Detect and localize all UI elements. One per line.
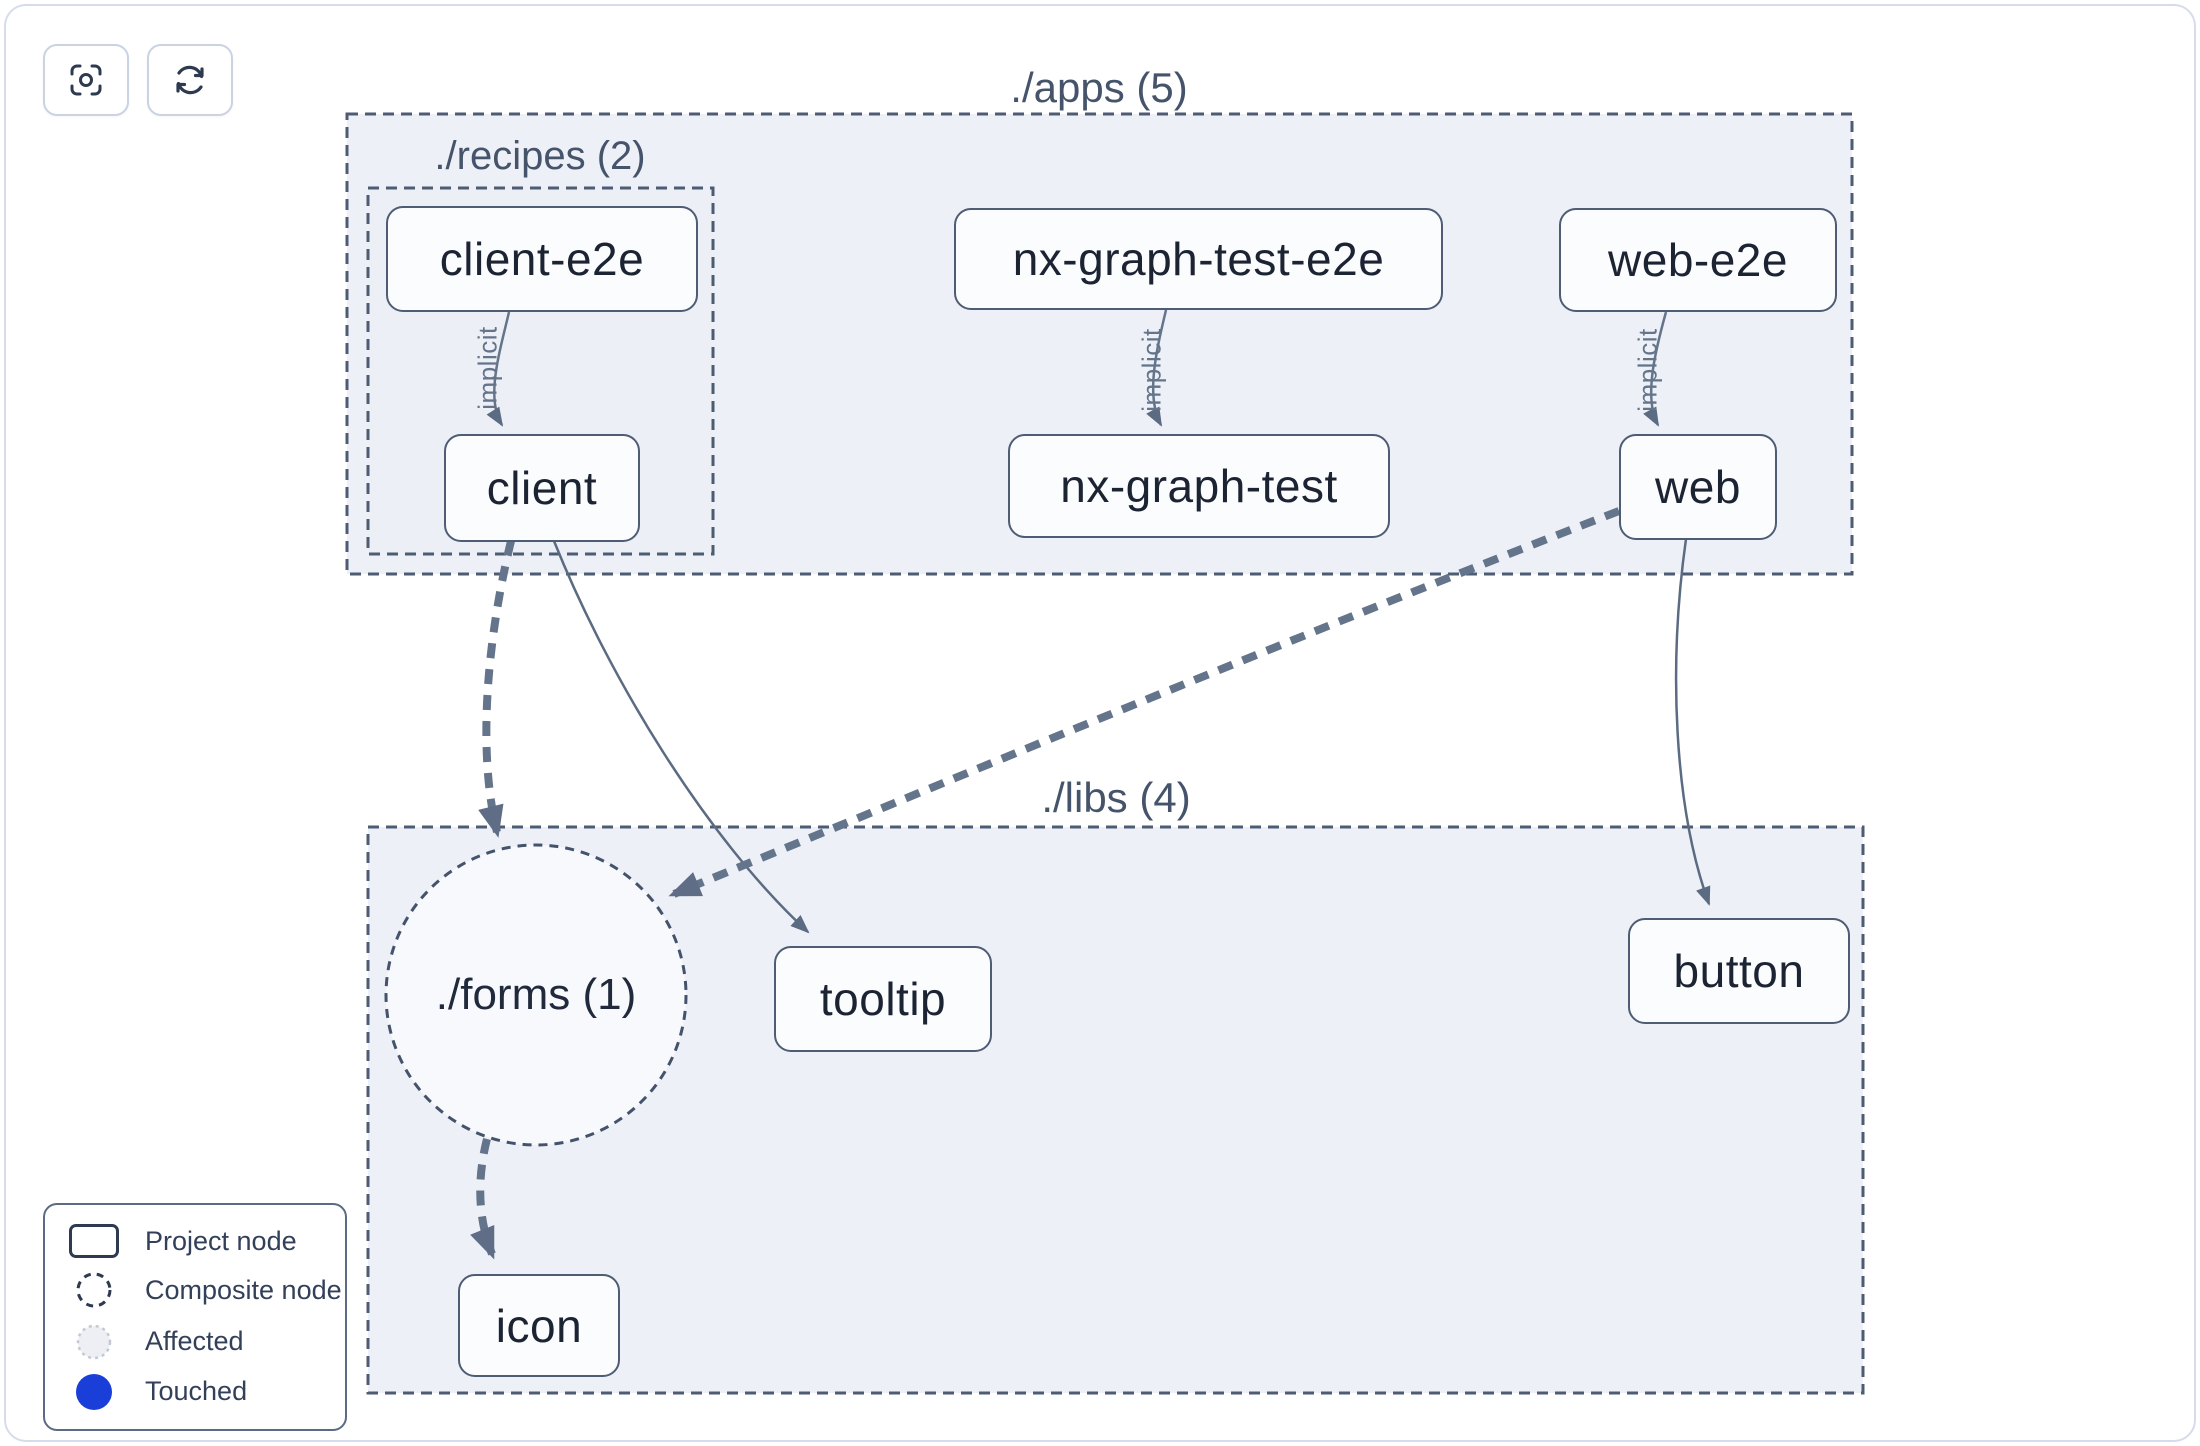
touched-swatch [69,1373,119,1410]
edge-nx-graph-test-e2e-nx-graph-test [1146,309,1168,427]
refresh-button[interactable] [147,44,233,116]
graph-toolbar [43,44,233,116]
legend-item-affected: Affected [45,1323,345,1361]
node-web[interactable]: web [1619,434,1777,540]
node-icon[interactable]: icon [458,1274,620,1377]
project-node-swatch [69,1224,119,1259]
edge-forms-icon [470,1138,496,1260]
legend-item-project-node: Project node [45,1224,345,1259]
graph-canvas[interactable]: ./apps (5) ./recipes (2) ./libs (4) ./fo… [6,6,2194,1440]
node-button[interactable]: button [1628,918,1850,1024]
edge-client-forms [478,540,515,838]
edge-client-e2e-client [486,311,511,427]
edge-web-button [1674,538,1711,906]
edge-label-implicit: implicit [1136,328,1167,412]
refresh-icon [170,60,210,100]
focus-crosshair-icon [67,61,105,99]
node-client[interactable]: client [444,434,640,542]
composite-node-forms[interactable] [384,843,688,1147]
edge-web-e2e-web [1643,311,1668,427]
composite-node-forms-label[interactable]: ./forms (1) [435,970,637,1019]
graph-viewer-page: ./apps (5) ./recipes (2) ./libs (4) ./fo… [4,4,2196,1442]
edge-label-implicit: implicit [472,326,503,410]
legend-label: Composite node [145,1274,342,1305]
edge-label-implicit: implicit [1632,328,1663,412]
legend-label: Touched [145,1376,248,1407]
node-web-e2e[interactable]: web-e2e [1559,208,1837,312]
node-nx-graph-test-e2e[interactable]: nx-graph-test-e2e [954,208,1443,310]
legend-item-composite-node: Composite node [45,1271,345,1309]
legend-label: Affected [145,1326,244,1357]
legend-label: Project node [145,1225,297,1256]
group-label-apps: ./apps (5) [1010,64,1188,111]
node-tooltip[interactable]: tooltip [774,946,992,1052]
group-label-recipes: ./recipes (2) [434,134,646,178]
graph-legend: Project node Composite node Affected [43,1203,347,1431]
node-client-e2e[interactable]: client-e2e [386,206,698,312]
focus-button[interactable] [43,44,129,116]
affected-swatch [69,1323,119,1361]
edge-web-forms [668,507,1621,898]
edge-client-tooltip [552,540,810,934]
group-label-libs: ./libs (4) [1041,774,1191,821]
node-nx-graph-test[interactable]: nx-graph-test [1008,434,1390,538]
composite-node-swatch [69,1271,119,1309]
legend-item-touched: Touched [45,1373,345,1410]
